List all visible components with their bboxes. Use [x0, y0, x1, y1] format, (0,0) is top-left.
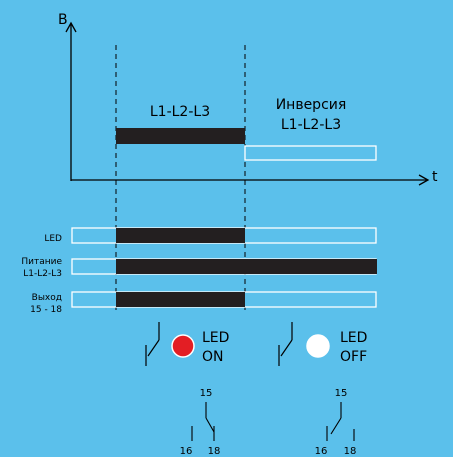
signal-label-output-line2: 15 - 18 [30, 305, 62, 315]
contact-diagram-off: 15 16 18 [315, 388, 357, 457]
phase-label-normal: L1-L2-L3 [150, 104, 210, 120]
phase-label-inverse-line1: Инверсия [276, 97, 347, 113]
contact-on-right: 18 [208, 446, 221, 457]
contact-off-left: 16 [315, 446, 328, 457]
led-off-label-line2: OFF [340, 349, 367, 365]
signal-power-on-bar [116, 259, 377, 274]
phase-normal-bar [116, 128, 245, 144]
switch-open-icon [278, 322, 293, 366]
signal-label-output-line1: Выход [32, 293, 62, 303]
signal-output-on-bar [116, 292, 245, 307]
axes: B t [58, 12, 438, 186]
red-led-icon [171, 334, 195, 358]
contact-off-symbol [326, 402, 355, 441]
contact-diagram-on: 15 16 18 [180, 388, 221, 457]
signal-row-led: LED [44, 227, 377, 244]
contact-on-left: 16 [180, 446, 193, 457]
signal-led-on-bar [116, 228, 245, 243]
led-on-label-line1: LED [202, 330, 229, 346]
signal-row-output: Выход 15 - 18 [30, 291, 377, 315]
signal-row-power: Питание L1-L2-L3 [21, 257, 377, 279]
contact-on-symbol [191, 402, 215, 441]
led-off-label-line1: LED [340, 330, 367, 346]
contact-on-common: 15 [200, 388, 213, 399]
signal-label-power-line1: Питание [21, 257, 62, 267]
y-axis-arrow-icon [65, 21, 77, 33]
signal-label-led: LED [44, 234, 62, 244]
phase-label-inverse-line2: L1-L2-L3 [281, 117, 341, 133]
switch-closed-icon [145, 322, 160, 366]
phase-inverse-bar [244, 145, 377, 161]
signal-label-power-line2: L1-L2-L3 [23, 269, 62, 279]
y-axis-label: B [58, 12, 68, 28]
x-axis-label: t [432, 169, 438, 185]
x-axis-arrow-icon [418, 174, 430, 186]
contact-off-right: 18 [344, 446, 357, 457]
led-on-label-line2: ON [202, 349, 224, 365]
white-led-icon [306, 334, 330, 358]
contact-off-common: 15 [335, 388, 348, 399]
